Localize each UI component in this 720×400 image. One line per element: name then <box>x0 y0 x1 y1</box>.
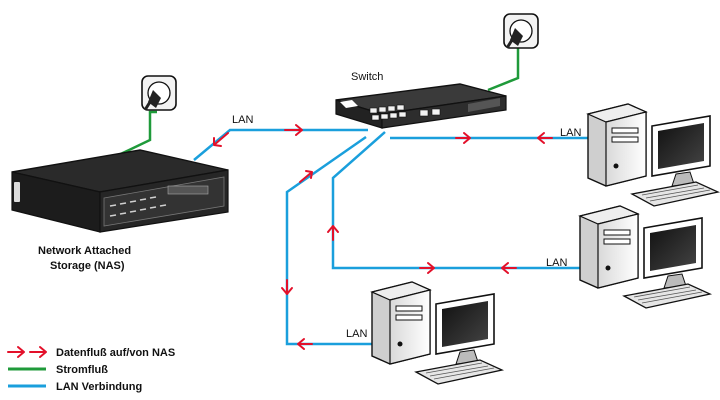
lan-label-top-pc: LAN <box>560 127 581 139</box>
data-flow-arrows <box>213 124 553 350</box>
computer-middle-right-icon <box>579 205 711 309</box>
nas-device-icon <box>11 149 229 233</box>
power-cable-nas <box>107 110 157 162</box>
legend-power-label: Stromfluß <box>56 364 108 376</box>
lan-label-bottom-pc: LAN <box>346 328 367 340</box>
switch-device-icon <box>335 83 507 129</box>
nas-label-line2: Storage (NAS) <box>50 260 125 272</box>
lan-label-middle-pc: LAN <box>546 257 567 269</box>
power-cable-switch <box>487 48 520 92</box>
switch-label: Switch <box>351 71 383 83</box>
legend-data-flow-label: Datenfluß auf/von NAS <box>56 347 175 359</box>
power-socket-switch-icon <box>502 12 540 50</box>
computer-bottom-icon <box>371 281 503 385</box>
power-socket-nas-icon <box>140 74 178 112</box>
computer-top-right-icon <box>587 103 719 207</box>
lan-label-nas: LAN <box>232 114 253 126</box>
legend-data-flow-icon <box>7 346 47 358</box>
nas-label-line1: Network Attached <box>38 245 131 257</box>
legend-lan-label: LAN Verbindung <box>56 381 142 393</box>
legend: Datenfluß auf/von NAS Stromfluß LAN Verb… <box>7 346 175 393</box>
lan-cables <box>193 128 588 346</box>
